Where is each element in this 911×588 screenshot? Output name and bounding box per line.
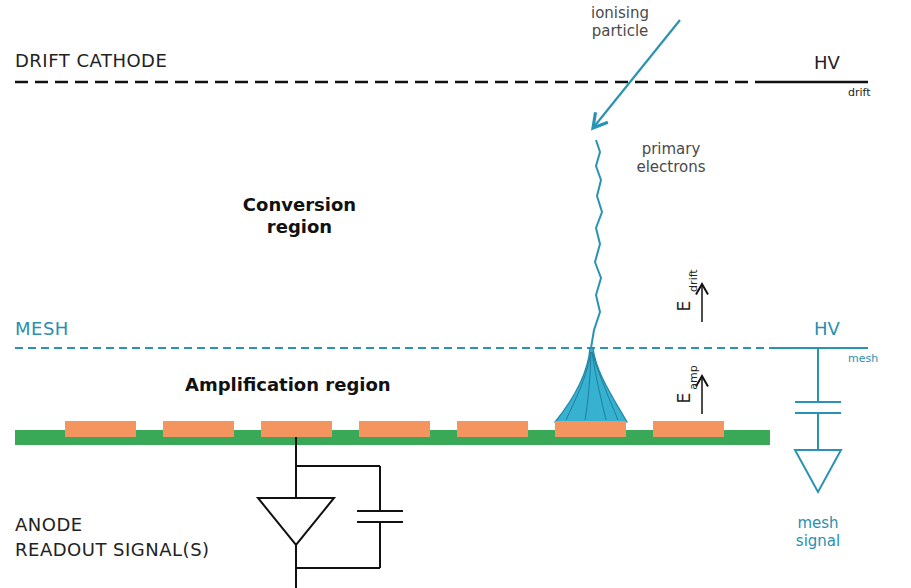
avalanche-streamers — [566, 352, 618, 420]
text-label: ionising particle — [578, 4, 662, 40]
drift-field-arrow — [701, 284, 703, 322]
text-label: mesh — [848, 352, 878, 365]
text-label: HV — [814, 52, 840, 74]
drift-cathode-plane — [15, 81, 766, 84]
text-label: mesh signal — [776, 514, 860, 550]
readout-strips — [65, 421, 724, 437]
readout-strip — [457, 421, 528, 437]
text-label: READOUT SIGNAL(S) — [15, 539, 210, 561]
text-label: Amplification region — [185, 374, 391, 396]
avalanche — [555, 348, 627, 422]
text-label: MESH — [15, 318, 69, 340]
text-label: HV — [814, 318, 840, 340]
readout-strip — [653, 421, 724, 437]
readout-strip — [555, 421, 626, 437]
readout-strip — [65, 421, 136, 437]
text-label: drift — [848, 86, 871, 99]
field-label: E — [674, 301, 694, 312]
field-label: E — [674, 393, 694, 404]
amp-field-arrow — [701, 376, 703, 414]
text-label: primary electrons — [628, 140, 714, 176]
field-label: amp — [686, 366, 699, 390]
hv-drift-wire — [766, 81, 868, 84]
text-label: ANODE — [15, 514, 83, 536]
mesh-amplifier-circuit — [795, 348, 841, 492]
readout-strip — [163, 421, 234, 437]
readout-strip — [261, 421, 332, 437]
text-label: DRIFT CATHODE — [15, 50, 167, 72]
primary-electron-track — [591, 140, 602, 348]
field-label: drift — [686, 270, 699, 293]
mesh-plane — [15, 347, 770, 349]
readout-strip — [359, 421, 430, 437]
text-label: Conversion region — [212, 194, 387, 237]
anode-amplifier-circuit — [258, 437, 403, 588]
